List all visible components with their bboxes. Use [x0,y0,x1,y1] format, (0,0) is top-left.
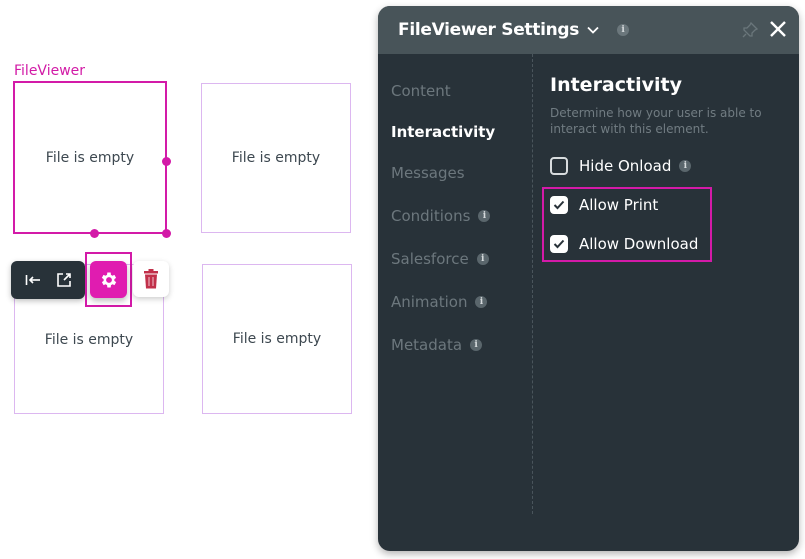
fileviewer-element[interactable]: File is empty [202,264,352,414]
section-title: Interactivity [550,74,682,96]
delete-button[interactable] [133,261,169,297]
close-icon[interactable] [768,19,788,39]
resize-handle-corner[interactable] [162,229,171,238]
info-icon[interactable]: i [476,253,489,265]
nav-item-label: Metadata [391,336,463,354]
info-icon[interactable]: i [679,160,692,172]
checkmark-icon [553,200,565,210]
hide-onload-option[interactable]: Hide Onload i [550,157,692,175]
nav-item-label: Interactivity [391,123,496,141]
fileviewer-element[interactable]: File is empty [201,83,351,233]
resize-handle-right[interactable] [162,157,171,166]
nav-item-interactivity[interactable]: Interactivity [391,123,495,141]
settings-nav: Content Interactivity Messages Condition… [378,54,533,514]
info-icon[interactable]: i [470,339,483,351]
empty-file-text: File is empty [45,149,135,166]
option-label: Allow Download [579,235,699,253]
design-canvas: FileViewer File is empty File is empty F… [0,0,375,559]
settings-highlight [85,252,132,307]
nav-item-metadata[interactable]: Metadata i [391,336,483,354]
allow-print-option[interactable]: Allow Print [550,196,658,214]
info-icon[interactable]: i [617,24,630,36]
empty-file-text: File is empty [44,332,134,348]
checkmark-icon [553,239,565,249]
selected-element-label: FileViewer [14,63,86,79]
allow-download-option[interactable]: Allow Download [550,235,698,253]
settings-button[interactable] [90,261,127,298]
allow-download-checkbox[interactable] [550,235,568,253]
element-toolbar [11,261,85,299]
gear-icon [101,272,116,287]
pin-icon[interactable] [741,21,759,39]
empty-file-text: File is empty [232,331,322,347]
nav-item-salesforce[interactable]: Salesforce i [391,250,489,268]
allow-print-checkbox[interactable] [550,196,568,214]
panel-title: FileViewer Settings [398,20,580,40]
options-highlight [542,187,712,262]
nav-item-label: Salesforce [391,250,469,268]
fileviewer-element-selected[interactable]: File is empty [13,81,167,234]
nav-item-content[interactable]: Content [391,82,451,100]
empty-file-text: File is empty [231,150,321,166]
hide-onload-checkbox[interactable] [550,157,568,175]
chevron-down-icon[interactable] [587,24,599,36]
info-icon[interactable]: i [478,210,491,222]
nav-item-conditions[interactable]: Conditions i [391,207,491,225]
external-link-icon[interactable] [54,270,74,290]
option-label: Hide Onload [579,157,672,175]
nav-item-messages[interactable]: Messages [391,164,465,182]
nav-item-animation[interactable]: Animation i [391,293,488,311]
toolbar-dark-group [11,261,85,299]
nav-item-label: Animation [391,293,468,311]
info-icon[interactable]: i [475,296,488,308]
move-left-icon[interactable] [23,270,43,290]
nav-item-label: Conditions [391,207,471,225]
trash-icon [144,269,158,289]
resize-handle-bottom[interactable] [90,229,99,238]
section-description: Determine how your user is able to inter… [550,106,762,136]
nav-item-label: Content [391,82,451,100]
option-label: Allow Print [579,196,659,214]
nav-item-label: Messages [391,164,465,182]
settings-panel: FileViewer Settings i Content Interactiv… [378,6,799,551]
panel-header: FileViewer Settings i [378,6,799,54]
